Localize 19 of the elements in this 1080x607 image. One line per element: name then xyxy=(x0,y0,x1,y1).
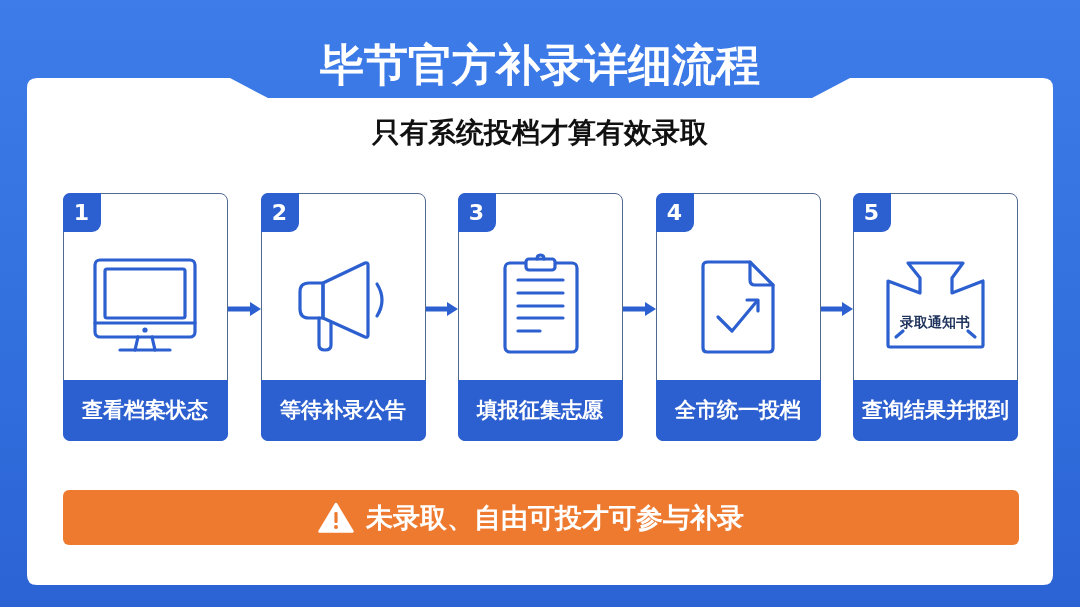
step-label-band: 查询结果并报到 xyxy=(852,379,1018,441)
arrow xyxy=(228,302,261,316)
title: 毕节官方补录详细流程 xyxy=(319,38,761,92)
step-label-band: 等待补录公告 xyxy=(260,379,426,441)
step-card xyxy=(656,193,821,441)
notice-text: 未录取、自由可投才可参与补录 xyxy=(366,500,744,535)
step-card xyxy=(458,193,623,441)
arrow xyxy=(821,302,853,316)
step-label-band: 查看档案状态 xyxy=(62,379,228,441)
step-card xyxy=(63,193,228,441)
envelope: 录取通知书 xyxy=(885,258,985,350)
step-label-band: 填报征集志愿 xyxy=(457,379,623,441)
step-label-band: 全市统一投档 xyxy=(655,379,821,441)
step-card xyxy=(261,193,426,441)
subtitle: 只有系统投档才算有效录取 xyxy=(371,115,709,151)
arrow xyxy=(623,302,656,316)
step-card xyxy=(853,193,1018,441)
arrow xyxy=(426,302,458,316)
notice-bar xyxy=(63,490,1019,545)
